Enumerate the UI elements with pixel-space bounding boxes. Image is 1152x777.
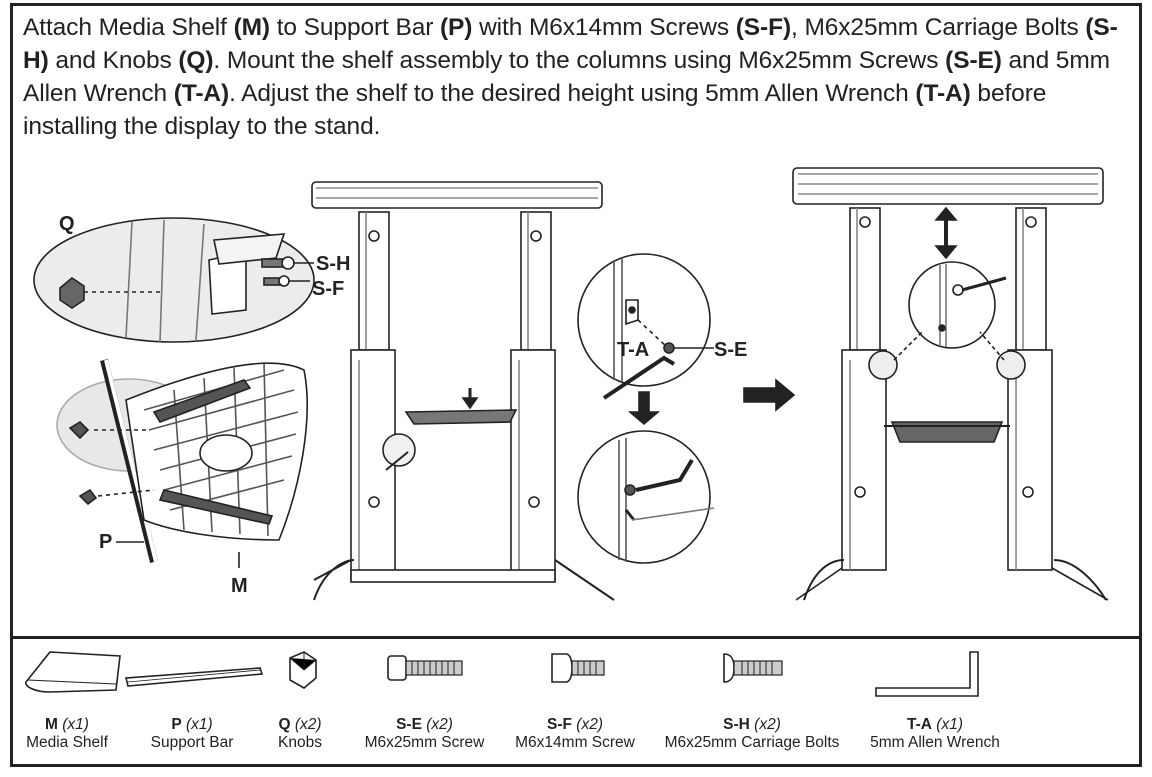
- part-reference: (S-F): [735, 14, 792, 41]
- callout-se: S-E: [714, 339, 747, 361]
- part-reference: (T-A): [915, 80, 971, 107]
- part-code: S-E: [396, 716, 422, 733]
- part-name: Media Shelf: [26, 734, 108, 751]
- part-label-sh: S-H (x2) M6x25mm Carriage Bolts: [654, 716, 850, 752]
- callout-sh: S-H: [316, 253, 350, 275]
- page-frame: [10, 3, 1142, 767]
- instruction-segment: before installing the display to the sta…: [23, 80, 1047, 140]
- part-label-se: S-E (x2) M6x25mm Screw: [352, 716, 497, 752]
- part-code: P: [171, 716, 182, 733]
- support-bar-icon: [124, 667, 264, 687]
- part-code: T-A: [907, 716, 932, 733]
- part-reference: (T-A): [173, 80, 230, 107]
- knob-bolt-detail: [33, 217, 315, 343]
- instruction-text: Attach Media Shelf (M) to Support Bar (P…: [23, 11, 1133, 143]
- part-reference: (S-H): [23, 14, 1118, 74]
- part-qty: (x1): [185, 716, 213, 733]
- part-label-ta: T-A (x1) 5mm Allen Wrench: [856, 716, 1014, 752]
- column-screw-detail: [577, 253, 714, 400]
- instruction-segment: . Mount the shelf assembly to the column…: [213, 47, 946, 74]
- short-screw-icon: [551, 653, 605, 683]
- assembly-diagram: Q S-H S-F P M T-A S-E: [14, 160, 1138, 630]
- callout-q: Q: [59, 213, 75, 235]
- part-name: M6x25mm Screw: [364, 734, 485, 751]
- knob-icon: [289, 651, 317, 689]
- parts-list: M (x1) Media Shelf P (x1) Support Bar Q …: [14, 642, 1138, 764]
- allen-wrench-icon: [875, 651, 979, 697]
- assembly-diagram-svg: Q S-H S-F P M T-A S-E: [33, 167, 1109, 601]
- callout-m: M: [231, 575, 248, 597]
- part-qty: (x2): [754, 716, 781, 733]
- callout-p: P: [99, 531, 112, 553]
- parts-divider: [10, 636, 1142, 639]
- callout-ta: T-A: [617, 339, 649, 361]
- part-label-sf: S-F (x2) M6x14mm Screw: [504, 716, 646, 752]
- instruction-segment: and 5mm Allen Wrench: [23, 47, 1110, 107]
- part-qty: (x1): [62, 716, 89, 733]
- part-qty: (x2): [426, 716, 453, 733]
- part-name: Support Bar: [150, 734, 234, 751]
- part-name: M6x25mm Carriage Bolts: [664, 734, 840, 751]
- instruction-segment: , M6x25mm Carriage Bolts: [791, 14, 1086, 41]
- part-label-q: Q (x2) Knobs: [264, 716, 336, 752]
- part-label-p: P (x1) Support Bar: [132, 716, 252, 752]
- instruction-segment: to Support Bar: [270, 14, 440, 41]
- part-label-m: M (x1) Media Shelf: [12, 716, 122, 752]
- part-code: S-F: [547, 716, 572, 733]
- part-code: M: [45, 716, 58, 733]
- part-reference: (P): [440, 14, 473, 41]
- stand-right-view: [792, 167, 1109, 601]
- part-qty: (x2): [576, 716, 603, 733]
- instruction-segment: and Knobs: [48, 47, 179, 74]
- part-reference: (S-E): [945, 47, 1002, 74]
- part-qty: (x2): [294, 716, 322, 733]
- media-shelf-icon: [25, 651, 121, 693]
- part-name: Knobs: [278, 734, 322, 751]
- part-reference: (M): [233, 14, 271, 41]
- part-reference: (Q): [178, 47, 214, 74]
- part-code: S-H: [723, 716, 750, 733]
- screw-icon: [387, 655, 463, 681]
- part-name: M6x14mm Screw: [515, 734, 635, 751]
- part-code: Q: [278, 716, 291, 733]
- instruction-segment: . Adjust the shelf to the desired height…: [229, 80, 916, 107]
- step-arrows: [627, 378, 796, 426]
- carriage-bolt-icon: [723, 653, 783, 683]
- instruction-segment: Attach Media Shelf: [23, 14, 234, 41]
- stand-middle-view: [311, 181, 615, 601]
- callout-sf: S-F: [312, 278, 344, 300]
- part-name: 5mm Allen Wrench: [870, 734, 1000, 751]
- column-tighten-detail: [577, 430, 715, 564]
- part-qty: (x1): [936, 716, 963, 733]
- shelf-assembly-view: [56, 359, 308, 568]
- instruction-segment: with M6x14mm Screws: [472, 14, 736, 41]
